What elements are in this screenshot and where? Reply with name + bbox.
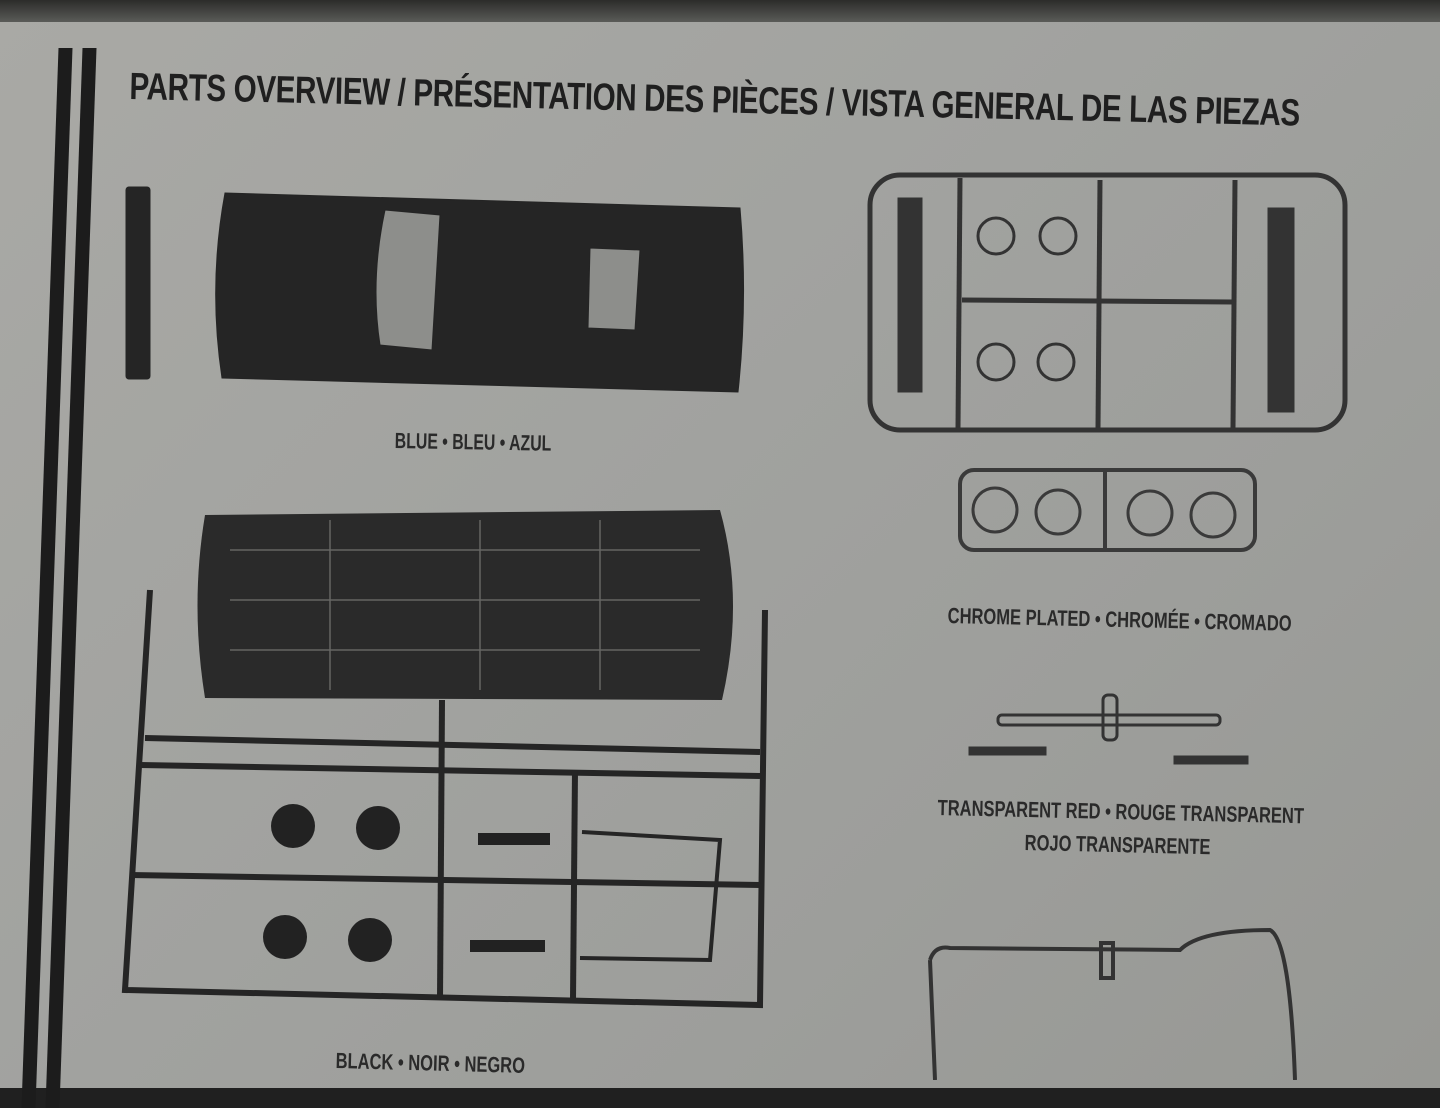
black-chassis-sprue <box>121 510 768 1009</box>
chrome-sprue <box>867 172 1348 433</box>
blue-body-part <box>125 186 745 393</box>
body-tub-part <box>928 927 1297 1080</box>
transparent-red-part <box>968 693 1249 765</box>
parts-drawings <box>121 172 1348 1080</box>
caption-black: BLACK • NOIR • NEGRO <box>335 1048 526 1078</box>
caption-red-line2: ROJO TRANSPARENTE <box>1024 830 1211 860</box>
chrome-wheels-sprue <box>958 468 1257 552</box>
caption-blue: BLUE • BLEU • AZUL <box>394 428 552 456</box>
box-edge <box>0 0 1440 22</box>
